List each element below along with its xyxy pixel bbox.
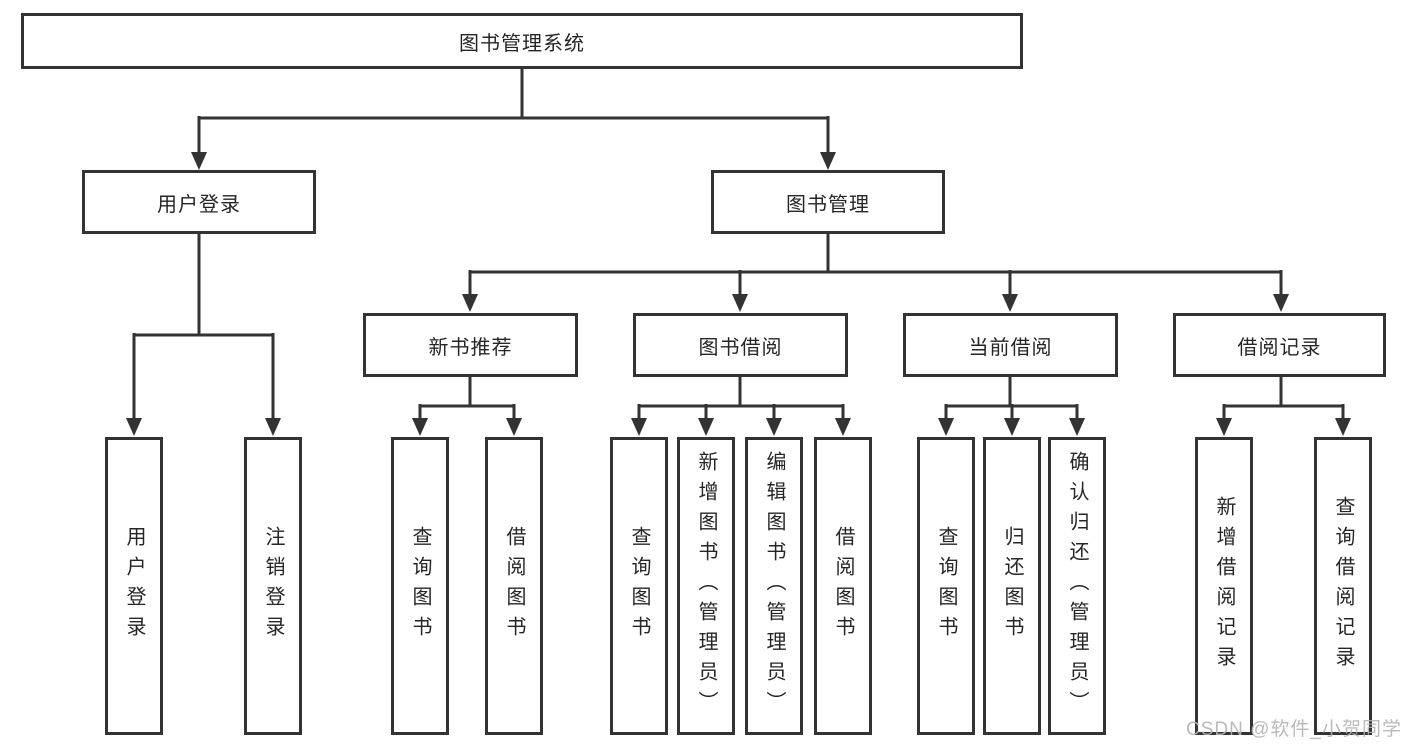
- leaf-logout-label: 注销登录: [262, 526, 284, 646]
- leaf-logout: 注销登录: [244, 437, 302, 735]
- node-new-book-recommend-label: 新书推荐: [428, 336, 513, 359]
- leaf-query-borrow-record-label: 查询借阅记录: [1332, 496, 1354, 676]
- node-current-borrow-label: 当前借阅: [968, 336, 1053, 359]
- node-book-borrow: 图书借阅: [633, 313, 848, 377]
- node-borrow-records-label: 借阅记录: [1237, 336, 1322, 359]
- connector-records-to-leaves: [1216, 377, 1351, 436]
- node-book-borrow-label: 图书借阅: [698, 336, 783, 359]
- connector-root-to-level2: [191, 69, 836, 170]
- leaf-borrow-query-book-label: 查询图书: [628, 526, 650, 646]
- leaf-user-login-label: 用户登录: [123, 526, 145, 646]
- leaf-edit-book-admin: 编辑图书（管理员）: [745, 437, 803, 735]
- connector-recommend-to-leaves: [412, 377, 522, 436]
- leaf-add-borrow-record: 新增借阅记录: [1195, 437, 1253, 735]
- leaf-add-borrow-record-label: 新增借阅记录: [1213, 496, 1235, 676]
- node-new-book-recommend: 新书推荐: [363, 313, 578, 377]
- leaf-return-book: 归还图书: [983, 437, 1041, 735]
- connector-userlogin-to-leaves: [126, 233, 281, 436]
- node-user-login-label: 用户登录: [157, 193, 241, 216]
- leaf-borrow-book-label: 借阅图书: [832, 526, 854, 646]
- node-root-label: 图书管理系统: [459, 32, 585, 55]
- node-book-management: 图书管理: [711, 170, 945, 234]
- watermark-text: CSDN @软件_小贺同学: [1186, 719, 1402, 740]
- leaf-confirm-return-admin-label: 确认归还（管理员）: [1066, 451, 1088, 721]
- connector-current-to-leaves: [938, 377, 1085, 436]
- leaf-current-query-book-label: 查询图书: [935, 526, 957, 646]
- node-book-management-label: 图书管理: [786, 193, 870, 216]
- node-borrow-records: 借阅记录: [1173, 313, 1386, 377]
- leaf-query-borrow-record: 查询借阅记录: [1314, 437, 1372, 735]
- leaf-borrow-query-book: 查询图书: [610, 437, 668, 735]
- leaf-add-book-admin-label: 新增图书（管理员）: [695, 451, 717, 721]
- leaf-user-login: 用户登录: [105, 437, 163, 735]
- node-user-login: 用户登录: [82, 170, 316, 234]
- node-current-borrow: 当前借阅: [903, 313, 1118, 377]
- leaf-recommend-borrow-book: 借阅图书: [485, 437, 543, 735]
- leaf-edit-book-admin-label: 编辑图书（管理员）: [763, 451, 785, 721]
- leaf-confirm-return-admin: 确认归还（管理员）: [1048, 437, 1106, 735]
- leaf-recommend-borrow-book-label: 借阅图书: [503, 526, 525, 646]
- leaf-borrow-book: 借阅图书: [814, 437, 872, 735]
- node-root: 图书管理系统: [21, 13, 1023, 69]
- connector-borrow-to-leaves: [631, 377, 851, 436]
- leaf-recommend-query-book-label: 查询图书: [409, 526, 431, 646]
- leaf-add-book-admin: 新增图书（管理员）: [677, 437, 735, 735]
- leaf-return-book-label: 归还图书: [1001, 526, 1023, 646]
- leaf-current-query-book: 查询图书: [917, 437, 975, 735]
- connector-bookmgmt-to-level3: [462, 234, 1289, 312]
- leaf-recommend-query-book: 查询图书: [391, 437, 449, 735]
